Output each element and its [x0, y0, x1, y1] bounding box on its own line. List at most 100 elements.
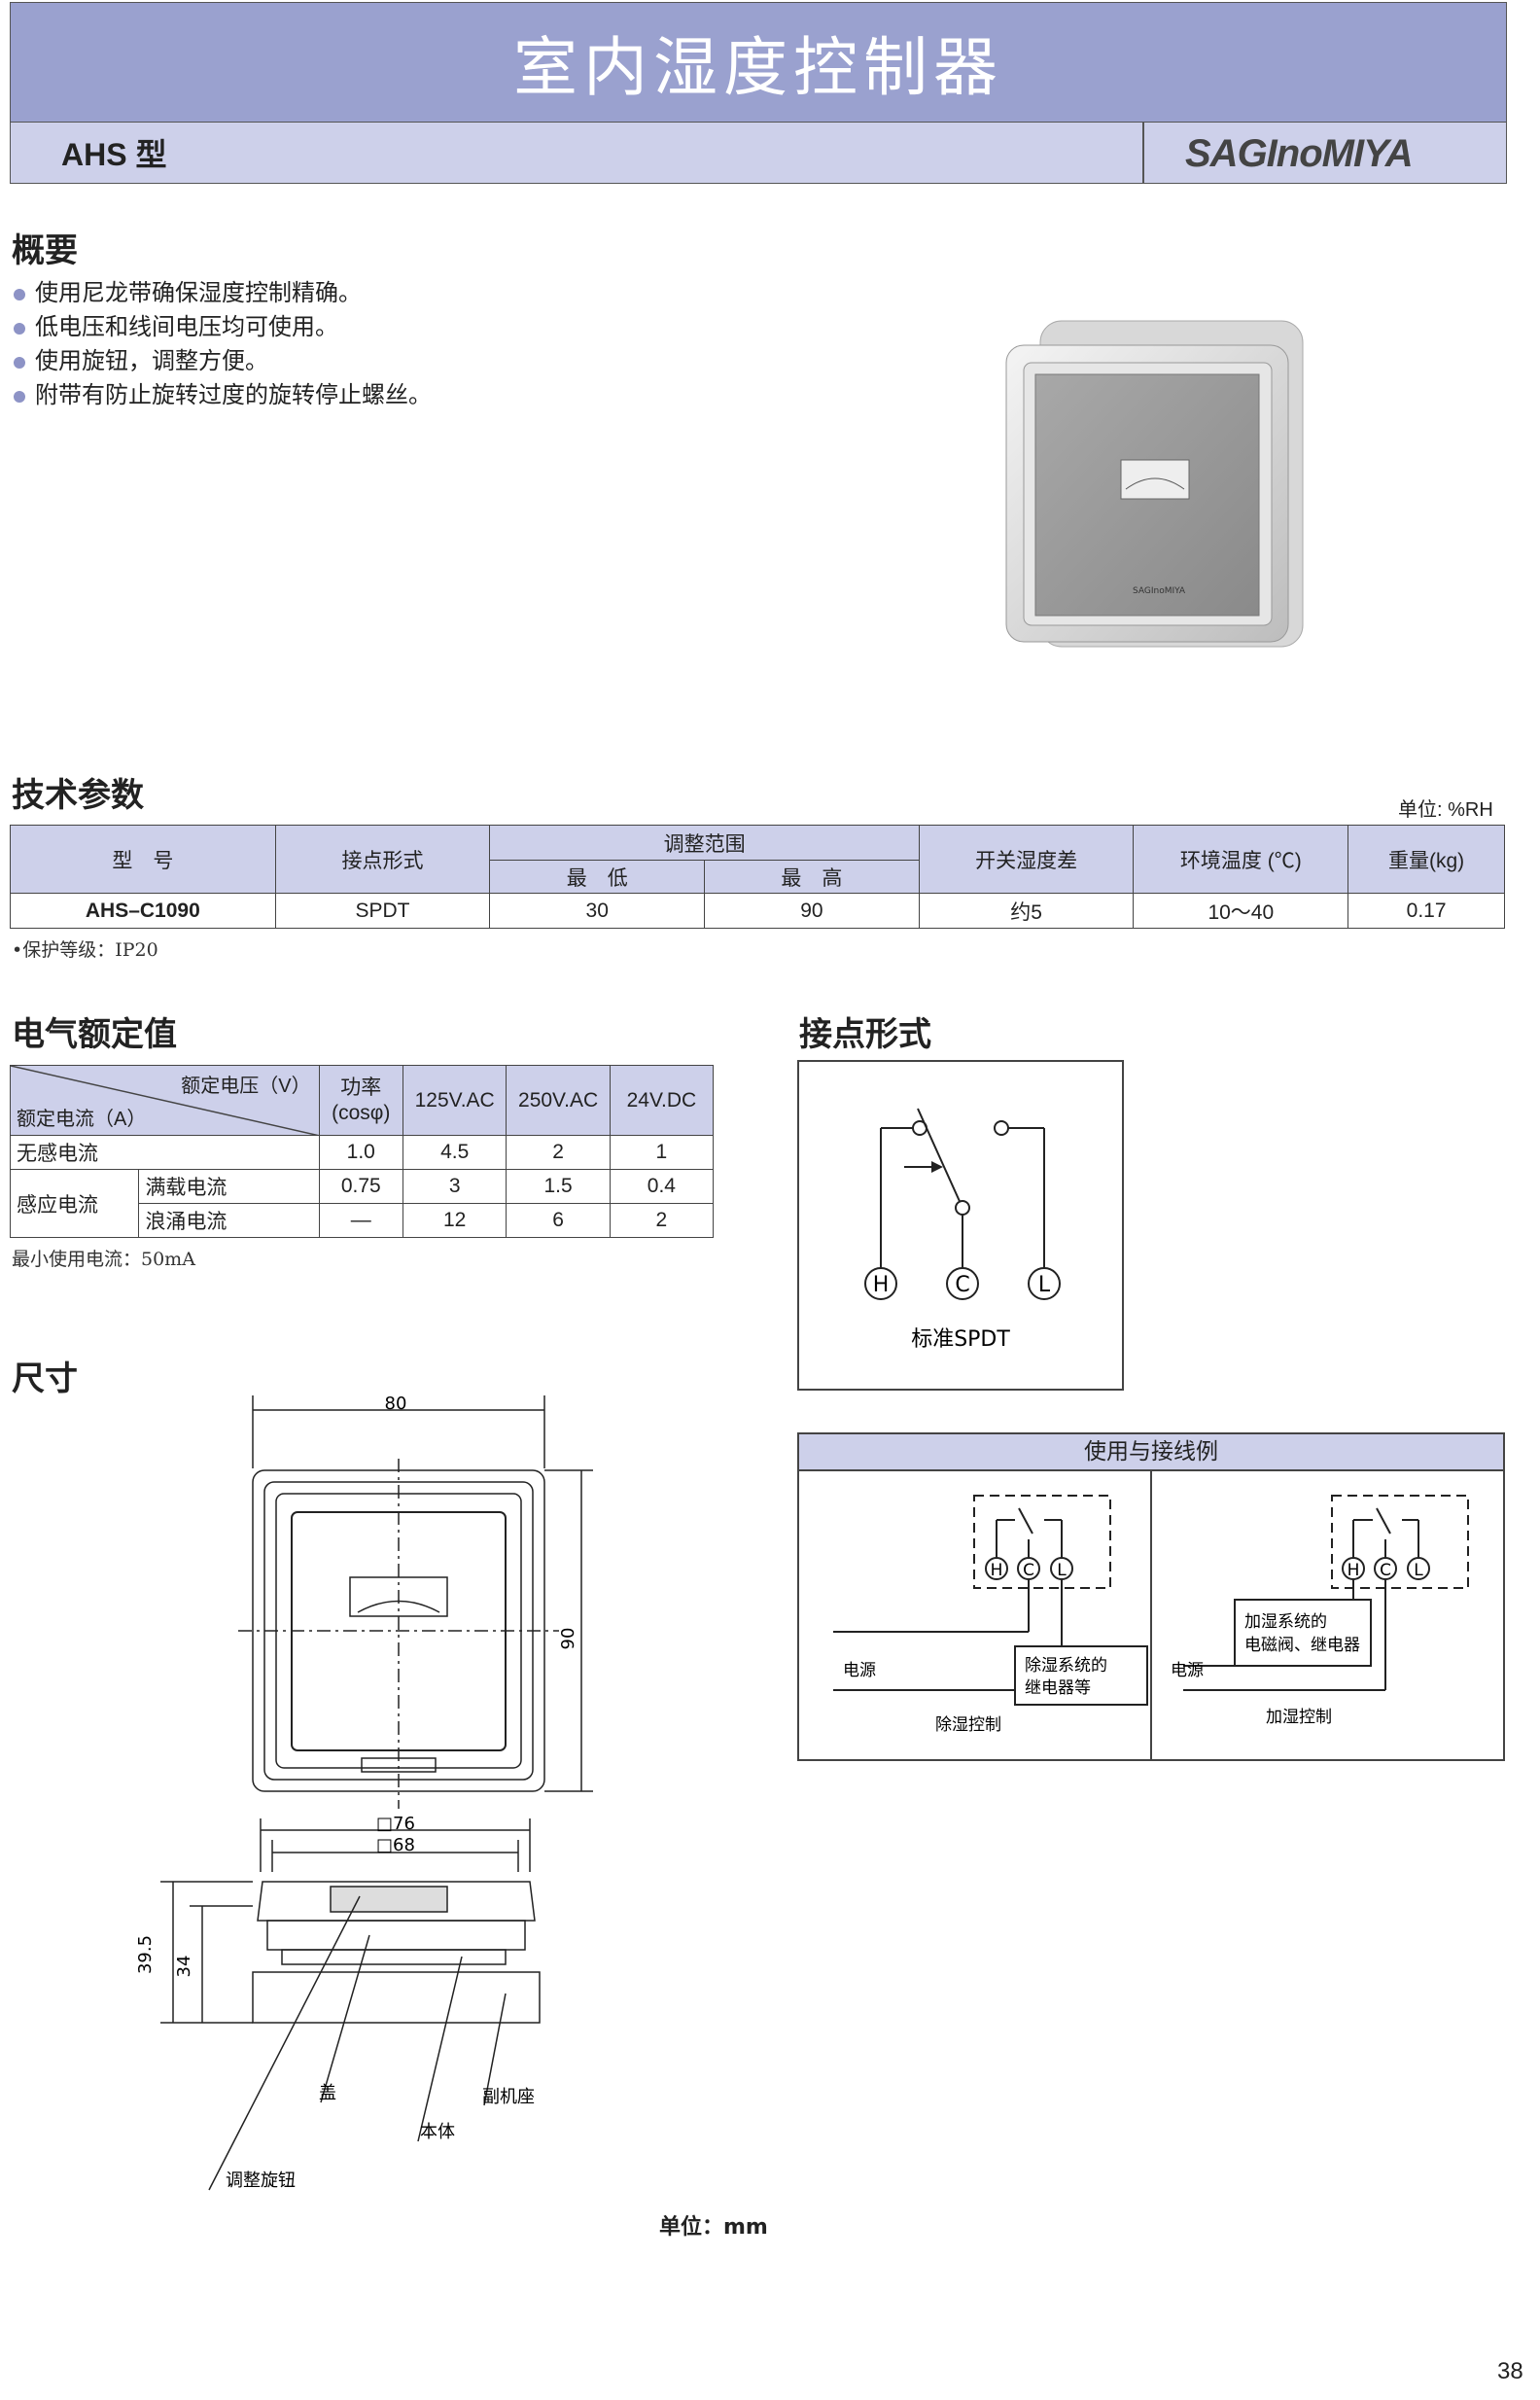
list-item: 使用旋钮，调整方便。 — [14, 344, 432, 378]
row-label: 无感电流 — [10, 1135, 320, 1170]
corner-bottom-label: 额定电流（A） — [17, 1109, 147, 1130]
cell-model: AHS–C1090 — [10, 893, 276, 929]
min-current-note: 最小使用电流：50mA — [12, 1249, 195, 1270]
part-base-label: 副机座 — [482, 2087, 535, 2107]
terminal-l-label: L — [1038, 1273, 1051, 1297]
dimension-unit: 单位：mm — [659, 2215, 768, 2240]
cell-pf: — — [318, 1203, 403, 1238]
cell-ambient: 10〜40 — [1133, 893, 1349, 929]
list-item: 低电压和线间电压均可使用。 — [14, 310, 432, 344]
th-min: 最 低 — [489, 860, 706, 894]
table-row: 无感电流 1.0 4.5 2 1 — [10, 1135, 715, 1170]
cell-value: 2 — [609, 1203, 715, 1238]
bullet-icon — [14, 356, 25, 369]
humidify-wiring: H C L 加湿系统的 电磁阀、继电器 电源 加湿控制 — [1171, 1495, 1469, 1727]
dim-h2-label: 34 — [174, 1956, 194, 1978]
terminal-c-icon — [946, 1267, 979, 1300]
page-title: 室内湿度控制器 — [513, 30, 1003, 105]
svg-text:L: L — [1414, 1561, 1423, 1580]
terminal-l-icon — [1028, 1267, 1061, 1300]
cell-contact: SPDT — [274, 893, 491, 929]
th-pf: 功率 (cosφ) — [318, 1065, 403, 1136]
cell-value: 6 — [506, 1203, 611, 1238]
terminal-h-label: H — [873, 1273, 890, 1297]
cell-pf: 1.0 — [318, 1135, 403, 1170]
wiring-title: 使用与接线例 — [799, 1434, 1503, 1471]
electrical-table: 额定电压（V） 额定电流（A） 功率 (cosφ) 125V.AC 250V.A… — [9, 1065, 715, 1238]
svg-text:C: C — [1380, 1561, 1391, 1580]
th-ambient: 环境温度 (℃) — [1133, 825, 1349, 894]
cell-max: 90 — [704, 893, 920, 929]
specs-table: 型 号 接点形式 调整范围 开关湿度差 环境温度 (℃) 重量(kg) 最 低 … — [10, 825, 1505, 929]
dehumidify-supply-label: 电源 — [843, 1661, 876, 1680]
cell-pf: 0.75 — [318, 1169, 403, 1204]
spdt-switch-icon: H C L 标准SPDT — [864, 1108, 1061, 1352]
th-v2: 250V.AC — [506, 1065, 611, 1136]
dim-h1-label: 39.5 — [135, 1935, 156, 1974]
bullet-icon — [14, 288, 25, 300]
th-v1: 125V.AC — [402, 1065, 508, 1136]
contact-diagram: H C L 标准SPDT — [797, 1060, 1124, 1391]
dehumidify-caption: 除湿控制 — [935, 1715, 1001, 1735]
page-number: 38 — [1497, 2358, 1523, 2384]
overview-heading: 概要 — [12, 231, 78, 270]
wiring-panel: 使用与接线例 H C L 除湿系统的 继电器等 电源 除湿控制 — [797, 1432, 1505, 1761]
cell-value: 4.5 — [402, 1135, 508, 1170]
dim-width-label: 80 — [385, 1394, 407, 1414]
th-range: 调整范围 — [489, 825, 920, 861]
corner-diagonal — [11, 1066, 320, 1136]
model-label: AHS 型 — [61, 137, 167, 172]
corner-cell: 额定电压（V） 额定电流（A） — [10, 1065, 320, 1136]
th-v3: 24V.DC — [609, 1065, 715, 1136]
table-row: 感应电流 满载电流 0.75 3 1.5 0.4 — [9, 1169, 715, 1238]
list-item: 附带有防止旋转过度的旋转停止螺丝。 — [14, 378, 432, 412]
cell-value: 3 — [402, 1169, 508, 1204]
dehumidify-load-line2: 继电器等 — [1025, 1678, 1091, 1698]
cell-value: 1.5 — [506, 1169, 611, 1204]
specs-unit: 单位: %RH — [1398, 799, 1493, 821]
overview-list: 使用尼龙带确保湿度控制精确。 低电压和线间电压均可使用。 使用旋钮，调整方便。 … — [14, 276, 432, 412]
row-sublabel: 满载电流 — [138, 1169, 320, 1204]
dehumidify-load-line1: 除湿系统的 — [1025, 1656, 1107, 1676]
svg-text:L: L — [1057, 1561, 1067, 1580]
row-label: 感应电流 — [9, 1169, 140, 1238]
protection-note: •保护等级：IP20 — [12, 939, 158, 961]
electrical-heading: 电气额定值 — [12, 1015, 177, 1054]
humidify-supply-label: 电源 — [1171, 1661, 1204, 1680]
part-cover-label: 盖 — [319, 2083, 336, 2103]
th-contact: 接点形式 — [274, 825, 491, 894]
product-photo: SAGInoMIYA — [1005, 320, 1304, 648]
dim-height-label: 90 — [558, 1628, 578, 1650]
bullet-icon — [14, 322, 25, 335]
part-body-label: 本体 — [420, 2122, 455, 2142]
dim-inner-label: □68 — [376, 1835, 415, 1855]
contact-heading: 接点形式 — [799, 1015, 931, 1054]
cell-value: 1 — [609, 1135, 715, 1170]
humidify-load-line1: 加湿系统的 — [1244, 1612, 1327, 1632]
cell-value: 2 — [506, 1135, 611, 1170]
terminal-h-icon — [864, 1267, 897, 1300]
divider — [1142, 123, 1144, 183]
th-model: 型 号 — [10, 825, 276, 894]
dim-outer-label: □76 — [376, 1814, 415, 1834]
specs-heading: 技术参数 — [12, 776, 144, 815]
th-diff: 开关湿度差 — [918, 825, 1135, 894]
dehumidify-wiring: H C L 除湿系统的 继电器等 电源 除湿控制 — [833, 1495, 1148, 1735]
part-knob-label: 调整旋钮 — [226, 2171, 296, 2191]
cell-weight: 0.17 — [1348, 893, 1505, 929]
list-item: 使用尼龙带确保湿度控制精确。 — [14, 276, 432, 310]
dimension-drawing: 80 90 □76 □68 39.5 34 盖 本体 副机座 调整旋钮 — [135, 1394, 593, 2191]
brand-logo: SAGInoMIYA — [1185, 132, 1414, 175]
cell-min: 30 — [489, 893, 706, 929]
svg-text:H: H — [1348, 1561, 1360, 1580]
svg-text:SAGInoMIYA: SAGInoMIYA — [1133, 586, 1186, 596]
th-weight: 重量(kg) — [1348, 825, 1505, 894]
table-row: 浪涌电流 — 12 6 2 — [11, 1203, 715, 1238]
model-bar: AHS 型 SAGInoMIYA — [10, 123, 1507, 184]
svg-text:C: C — [1023, 1561, 1034, 1580]
humidify-caption: 加湿控制 — [1266, 1708, 1332, 1727]
cell-value: 0.4 — [609, 1169, 715, 1204]
table-row: AHS–C1090 SPDT 30 90 约5 10〜40 0.17 — [10, 893, 1505, 929]
title-bar: 室内湿度控制器 — [10, 2, 1507, 123]
bullet-icon — [14, 390, 25, 403]
